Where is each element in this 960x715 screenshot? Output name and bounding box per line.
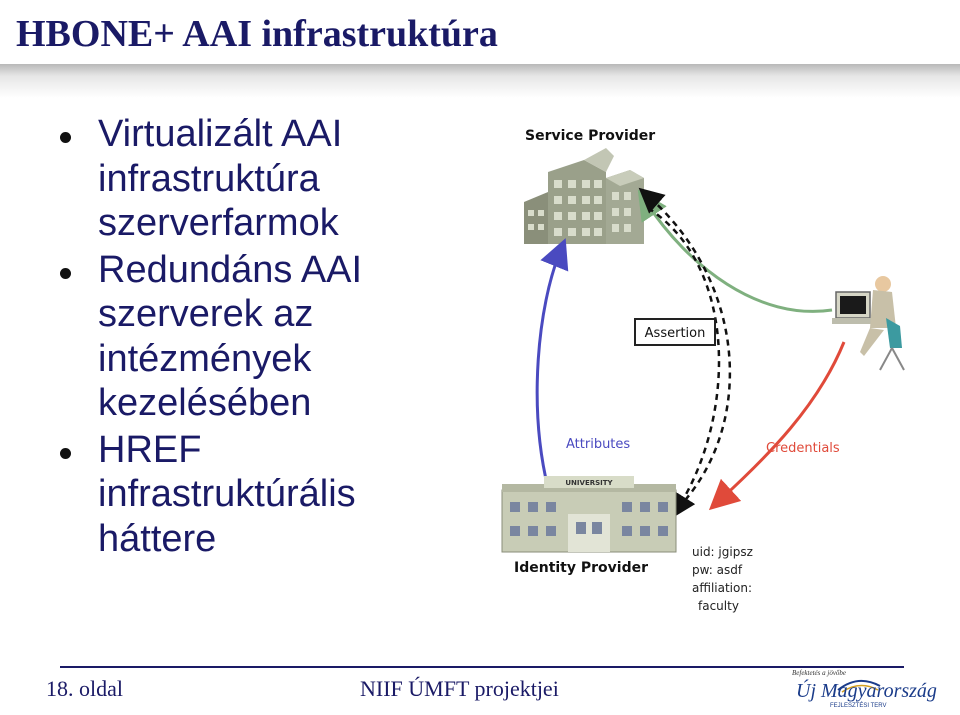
attributes-arrow <box>535 238 569 489</box>
logo-name: Új Magyarország <box>796 680 937 702</box>
assertion-return-arrow <box>638 187 732 517</box>
slide-title: HBONE+ AAI infrastruktúra <box>16 13 498 55</box>
bullet-text: HREF infrastruktúrális háttere <box>98 428 356 560</box>
credential-line-faculty: faculty <box>698 599 739 613</box>
identity-provider-label: Identity Provider <box>514 560 648 576</box>
aai-flow-diagram: Service Provider Assertion Attributes Cr… <box>488 116 918 622</box>
bullet-list: Virtualizált AAI infrastruktúra szerverf… <box>60 112 362 563</box>
bullet-icon <box>60 132 71 143</box>
page-number: 18. oldal <box>46 676 123 701</box>
user-at-computer-icon <box>832 276 905 371</box>
bullet-text: Redundáns AAI szerverek az intézmények k… <box>98 248 363 425</box>
bullet-item: Redundáns AAI szerverek az intézmények k… <box>60 248 362 426</box>
uj-magyarorszag-logo-icon <box>837 679 881 693</box>
service-request-arrow <box>637 189 833 313</box>
bullet-item: HREF infrastruktúrális háttere <box>60 428 362 562</box>
bullet-icon <box>60 267 71 279</box>
identity-provider-building-icon <box>501 476 677 553</box>
service-provider-building-icon <box>524 148 644 244</box>
credential-line-pw: pw: asdf <box>692 563 743 577</box>
credentials-arrow <box>708 341 846 511</box>
credential-line-uid: uid: jgipsz <box>692 545 753 559</box>
bullet-icon <box>60 447 71 459</box>
bullet-item: Virtualizált AAI infrastruktúra szerverf… <box>60 112 362 246</box>
title-divider <box>0 64 960 98</box>
logo-subtitle: FEJLESZTÉSI TERV <box>830 703 887 709</box>
footer-divider <box>60 666 904 668</box>
credentials-label: Credentials <box>766 441 840 456</box>
bullet-text: Virtualizált AAI infrastruktúra szerverf… <box>98 113 343 244</box>
assertion-box <box>634 318 716 346</box>
university-sign: UNIVERSITY <box>565 479 613 487</box>
footer-project: NIIF ÚMFT projektjei <box>360 676 559 701</box>
assertion-label: Assertion <box>645 326 706 341</box>
service-provider-label: Service Provider <box>525 128 655 144</box>
logo-tagline: Befektetés a jövőbe <box>792 669 847 677</box>
credential-line-affiliation: affiliation: <box>692 581 752 595</box>
attributes-label: Attributes <box>566 437 630 452</box>
